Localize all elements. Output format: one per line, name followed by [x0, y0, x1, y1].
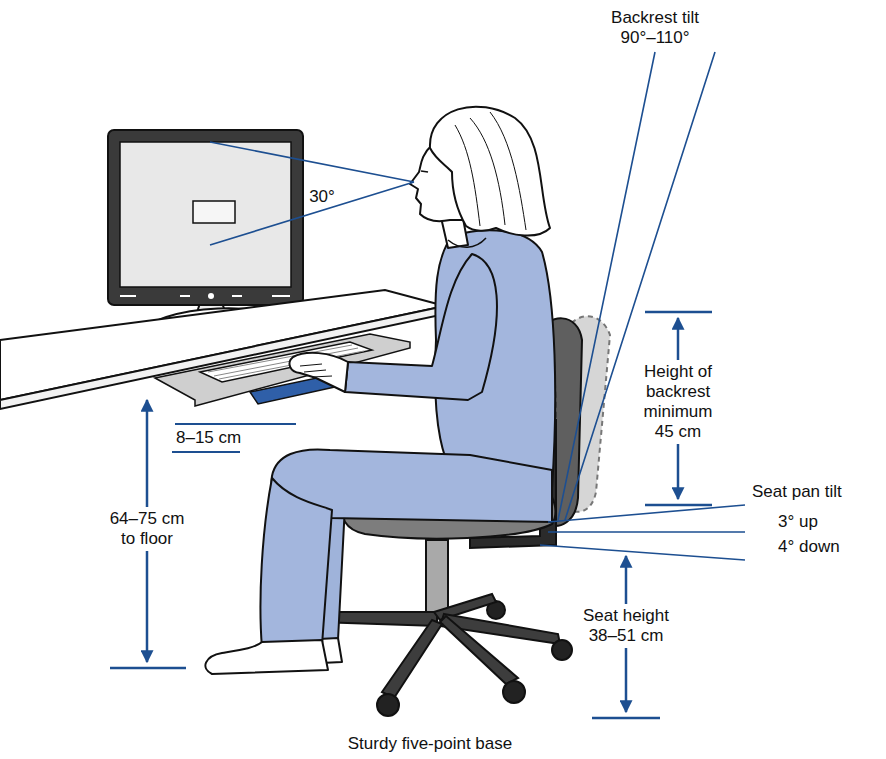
person-part [289, 353, 348, 392]
angle-label: 4° down [778, 537, 878, 557]
person-part [345, 254, 497, 400]
chair-part [377, 694, 399, 716]
dimension-label: Height of backrest minimum 45 cm [634, 360, 722, 444]
person-part [205, 640, 328, 674]
dimension-label: Seat height 38–51 cm [576, 604, 676, 648]
angle-label: 3° up [778, 512, 878, 532]
chair-part [382, 620, 442, 698]
dimension-lines-part [558, 52, 715, 520]
dimension-lines [110, 52, 745, 718]
dimension-label: Seat pan tilt [752, 482, 882, 502]
monitor-part [120, 142, 291, 287]
monitor-part [193, 201, 235, 223]
dimension-lines-part [540, 505, 745, 560]
chair-part [552, 640, 572, 660]
monitor-part [208, 293, 214, 299]
part-label: Sturdy five-point base [300, 734, 560, 754]
person-part [421, 171, 428, 172]
person-part [300, 364, 332, 377]
person-part [260, 478, 332, 648]
person [205, 107, 555, 674]
monitor-part [120, 295, 290, 297]
dimension-label: 8–15 cm [176, 428, 266, 448]
person-part [455, 112, 526, 230]
dimension-label: Backrest tilt 90°–110° [595, 8, 715, 48]
person-part [448, 238, 486, 247]
dimension-lines-part [210, 142, 414, 245]
chair-part [440, 616, 518, 684]
person-part [430, 107, 550, 236]
dimension-label: 64–75 cm to floor [102, 507, 192, 551]
dimension-lines-part [110, 667, 186, 670]
dimension-lines-part [172, 424, 296, 452]
monitor-part [108, 130, 303, 305]
angle-label: 30° [300, 187, 344, 207]
chair-part [503, 681, 525, 703]
dimension-lines-part [592, 717, 660, 720]
chair-part [426, 540, 448, 612]
